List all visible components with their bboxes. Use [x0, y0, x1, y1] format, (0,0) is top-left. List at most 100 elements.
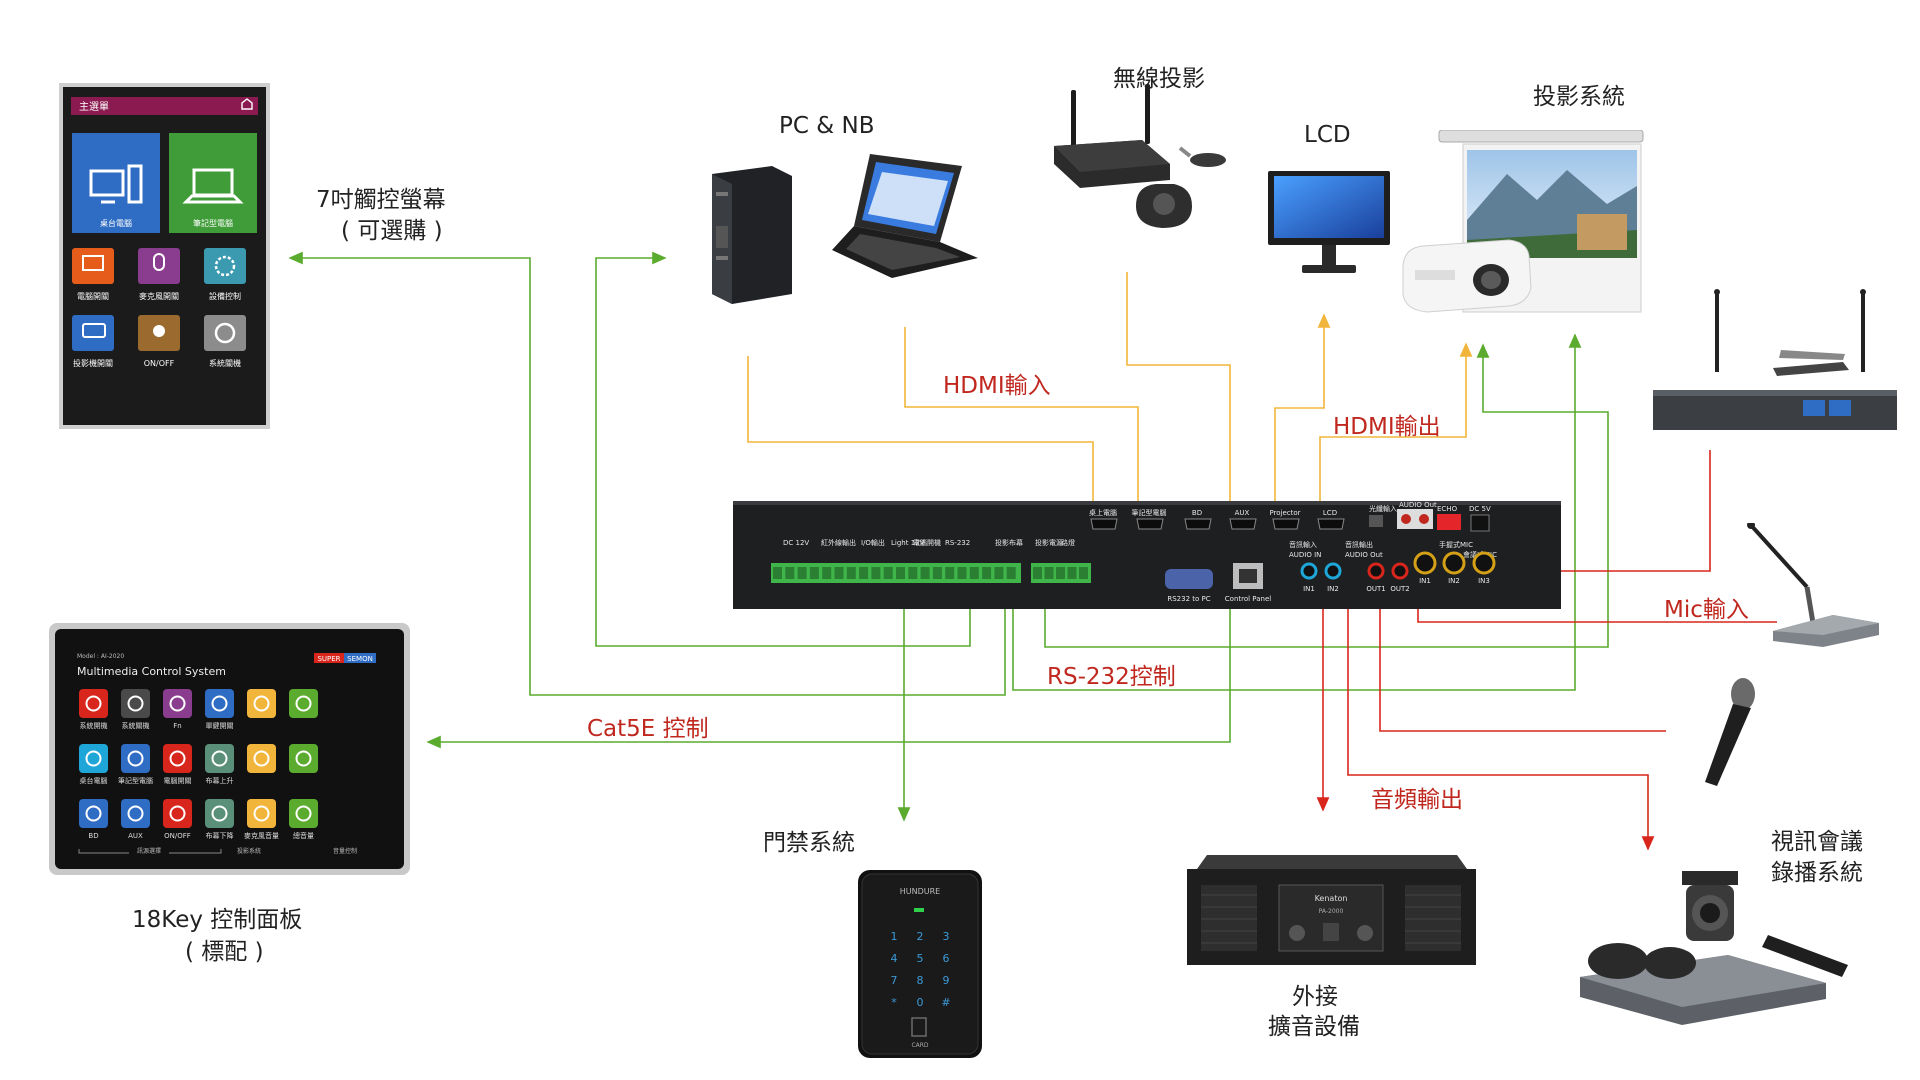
- terminal-label: RS-232: [945, 539, 970, 547]
- audio-port-label: IN1: [1303, 585, 1315, 593]
- panel-model: Model : AI-2020: [77, 653, 124, 660]
- terminal-label: 紅外線輸出: [821, 538, 856, 547]
- terminal-label: 投影電源: [1035, 538, 1063, 547]
- wire-hdmi-projector: [1319, 342, 1473, 515]
- panel-key-icon: [253, 695, 270, 712]
- hdmi-port: [1272, 518, 1300, 530]
- panel-key-icon: [169, 805, 186, 822]
- panel-key: [205, 689, 234, 718]
- hdmi-port-label: LCD: [1323, 509, 1337, 517]
- audio-group-label: AUDIO IN: [1289, 551, 1321, 559]
- touch-tile-label: 系統關機: [209, 358, 241, 368]
- label-hdmi-in: HDMI輸入: [943, 373, 1051, 399]
- audio-port-label: IN2: [1327, 585, 1339, 593]
- gear-icon: [214, 255, 236, 277]
- panel-key-icon: [127, 805, 144, 822]
- panel-key-icon: [211, 750, 228, 767]
- label-hdmi-out: HDMI輸出: [1333, 414, 1441, 440]
- panel-key-icon: [127, 695, 144, 712]
- panel-key-icon: [169, 695, 186, 712]
- audio-jack: [1391, 562, 1409, 580]
- wire-hdmi-nb: [904, 327, 1145, 517]
- panel-key-icon: [295, 805, 312, 822]
- laptop-tile: [169, 133, 257, 233]
- panel-key-label: BD: [88, 832, 98, 840]
- desktop-icon: [89, 164, 143, 204]
- label-projection: 投影系統: [1533, 84, 1625, 110]
- label-amp-1: 外接: [1292, 984, 1338, 1010]
- audio-group-label: 音訊輸出: [1345, 540, 1373, 549]
- panel-key-label: 桌台電腦: [80, 776, 108, 785]
- label-access: 門禁系統: [763, 830, 855, 856]
- panel-key: [247, 689, 276, 718]
- key-panel: Model : AI-2020 Multimedia Control Syste…: [49, 623, 410, 875]
- wire-hdmi-wireless: [1126, 272, 1237, 517]
- panel-key-icon: [253, 750, 270, 767]
- conference-mic: [1747, 523, 1879, 647]
- panel-key: [247, 744, 276, 773]
- panel-key: [205, 799, 234, 828]
- wire-hdmi-pc: [747, 356, 1100, 517]
- audio-group-label: 手握式MIC: [1439, 540, 1473, 549]
- hdmi-port: [1136, 518, 1164, 530]
- label-touch-screen-note: ( 可選購 ): [341, 218, 443, 244]
- projection-system: [1402, 130, 1644, 313]
- keypad-key: 6: [943, 952, 950, 965]
- terminal-label: I/O輸出: [861, 538, 885, 547]
- power-amplifier: Kenaton PA-2000: [1187, 855, 1476, 965]
- projector-tile: [72, 315, 114, 351]
- hdmi-port: [1090, 518, 1118, 530]
- panel-key-icon: [295, 695, 312, 712]
- hdmi-port: [1184, 518, 1212, 530]
- panel-key: [247, 799, 276, 828]
- label-touch-screen: 7吋觸控螢幕: [316, 187, 446, 213]
- panel-key: [289, 689, 318, 718]
- echo-switch: [1437, 514, 1461, 530]
- audio-jack: [1472, 551, 1496, 575]
- group-label: 音量控制: [333, 847, 357, 855]
- hdmi-port-label: 筆記型電腦: [1132, 508, 1167, 517]
- panel-key-label: ON/OFF: [164, 832, 191, 840]
- audio-port-label: IN3: [1478, 577, 1490, 585]
- wire-pc-control: [595, 251, 971, 647]
- panel-key-label: 系統關機: [122, 721, 150, 730]
- panel-key: [289, 799, 318, 828]
- label-mic-in: Mic輸入: [1664, 597, 1749, 623]
- keypad-key: 3: [943, 930, 950, 943]
- touch-tile-label: 設備控制: [209, 291, 241, 301]
- mic-tile: [138, 248, 180, 284]
- keypad-key: #: [941, 996, 950, 1009]
- label-cat5e: Cat5E 控制: [587, 716, 709, 742]
- panel-key-label: 布幕上升: [206, 776, 234, 785]
- panel-key-icon: [85, 750, 102, 767]
- amp-brand: Kenaton: [1315, 894, 1348, 903]
- desktop-tile: [72, 133, 160, 233]
- keypad-key: 7: [891, 974, 898, 987]
- label-amp-2: 擴音設備: [1268, 1014, 1360, 1040]
- audio-jack: [1442, 551, 1466, 575]
- panel-key-label: 總音量: [293, 831, 314, 840]
- panel-key-label: 單鍵開關: [206, 721, 234, 730]
- touch-tile-label: 電腦開關: [77, 291, 109, 301]
- group-label: 投影系統: [237, 847, 261, 855]
- panel-key: [121, 744, 150, 773]
- keypad-key: 8: [917, 974, 924, 987]
- panel-key-label: 麥克風音量: [244, 831, 279, 840]
- terminal-label: 路燈: [1061, 538, 1075, 547]
- keypad-key: *: [891, 996, 897, 1009]
- touch-menu-title: 主選單: [79, 100, 109, 113]
- lcd-monitor: [1268, 171, 1390, 273]
- laptop-icon: [182, 168, 244, 204]
- panel-key: [121, 689, 150, 718]
- panel-key: [205, 744, 234, 773]
- wire-hdmi-lcd: [1274, 313, 1331, 515]
- keypad-key: 9: [943, 974, 950, 987]
- bulb-icon: [153, 325, 165, 337]
- panel-key-label: 布幕下降: [206, 831, 234, 840]
- panel-key-icon: [169, 750, 186, 767]
- terminal-label: Light 12V: [891, 539, 925, 547]
- db9-port: [1165, 569, 1213, 589]
- hdmi-port: [1317, 518, 1345, 530]
- serial-label: RS232 to PC: [1167, 595, 1210, 603]
